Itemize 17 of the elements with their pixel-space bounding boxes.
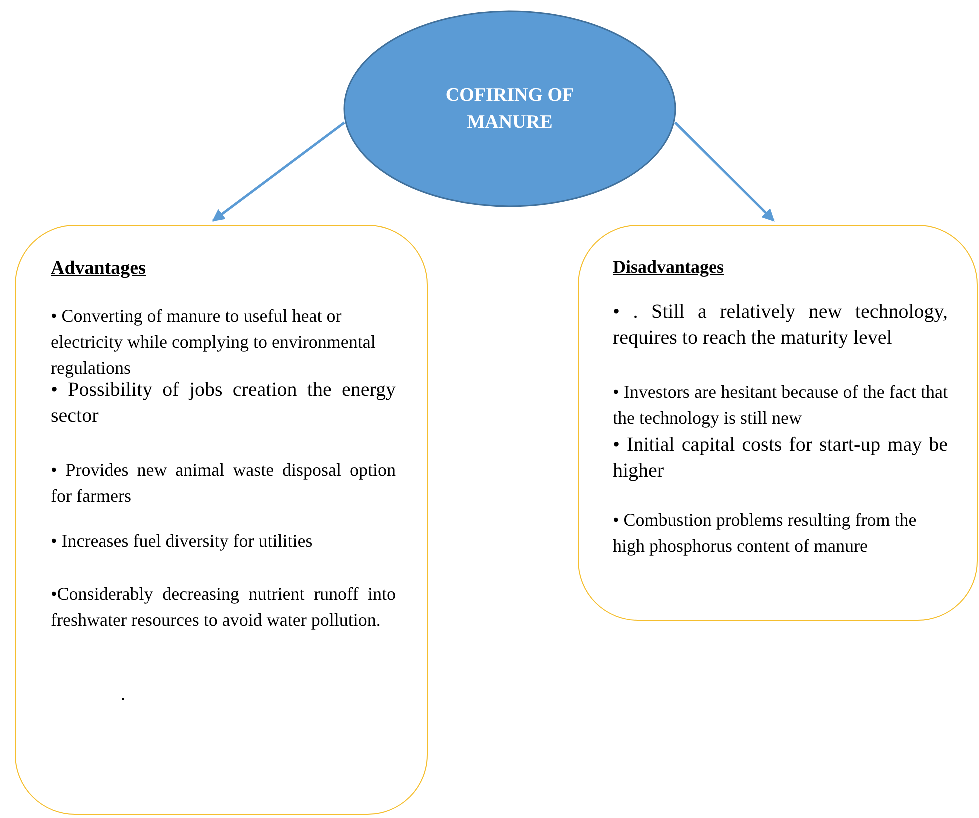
bullet-text: • Combustion problems resulting from the high phosphorus content of manure <box>613 509 918 558</box>
bullet-text: • . Still a relatively new technology, requires to reach the maturity level <box>613 300 948 351</box>
bullet-text: • Initial capital costs for start-up may be higher <box>613 433 948 484</box>
bullet-text: • Investors are hesitant because of the fact that the technology is still new <box>613 381 948 430</box>
heading: Advantages <box>51 257 148 281</box>
bullet-text: . <box>121 683 126 706</box>
bullet-text: • Converting of manure to useful heat or electricity while complying to environmental regulations <box>51 305 377 380</box>
bullet-text: •Considerably decreasing nutrient runoff into freshwater resources to avoid water pollution. <box>51 583 396 632</box>
rounded-box <box>15 225 428 815</box>
title-text: COFIRING OF MANURE <box>444 84 576 135</box>
bullet-text: • Provides new animal waste disposal option for farmers <box>51 459 396 508</box>
heading: Disadvantages <box>613 256 726 279</box>
arrow <box>212 122 346 222</box>
arrow <box>674 122 775 222</box>
rounded-box <box>578 225 978 621</box>
bullet-text: • Increases fuel diversity for utilities <box>51 530 314 553</box>
bullet-text: • Possibility of jobs creation the energy sector <box>51 378 396 429</box>
